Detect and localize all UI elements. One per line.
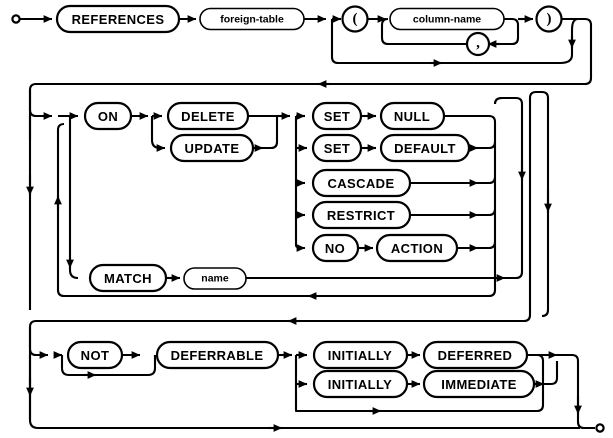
node-default-label: DEFAULT: [394, 141, 456, 156]
row-on-match-group: ON DELETE UPDATE SET NULL SET DEF: [26, 90, 552, 420]
node-rparen-label: ): [547, 11, 552, 27]
wire-bottom-bypass: [28, 419, 580, 430]
wire-restrict-merge: [477, 208, 497, 217]
wire-section2-exit: [28, 90, 550, 420]
wire-enter-on-group: [28, 90, 53, 120]
node-no-label: NO: [325, 241, 345, 256]
wire-default-merge: [477, 141, 497, 150]
node-column-name-label: column-name: [413, 14, 481, 26]
wire-name-merge: [493, 96, 524, 280]
wire-rail495-top: [493, 96, 516, 105]
node-initially-immediate-label: INITIALLY: [328, 377, 393, 392]
wire-action-merge: [477, 241, 497, 250]
row-references: REFERENCES foreign-table ( column-name ,…: [11, 4, 593, 140]
node-update-label: UPDATE: [185, 141, 240, 156]
node-deferrable-label: DEFERRABLE: [171, 348, 264, 363]
wire-section2-right-rail: [541, 98, 550, 318]
wire-initially-bypass: [294, 355, 378, 413]
node-restrict-label: RESTRICT: [327, 208, 395, 223]
node-null-label: NULL: [394, 109, 430, 124]
node-comma-label: ,: [476, 35, 480, 51]
wire-comma-loop-right: [486, 17, 520, 46]
wire-immediate-merge: [543, 361, 559, 386]
node-not-label: NOT: [81, 348, 110, 363]
row-deferrable-group: NOT DEFERRABLE INITIALLY DEFERRED INITIA…: [26, 327, 605, 433]
node-comma-box[interactable]: [465, 31, 491, 57]
node-set-null-set-label: SET: [324, 109, 350, 124]
node-set-default-set-label: SET: [324, 141, 350, 156]
node-references-label: REFERENCES: [72, 12, 165, 27]
wire-null-merge: [444, 114, 497, 290]
end-marker: [595, 423, 605, 433]
wire-update-merge: [262, 116, 279, 150]
wire-action-to-no: [294, 244, 306, 252]
start-marker: [11, 14, 21, 24]
wire-not-bypass: [60, 355, 157, 377]
node-deferred-label: DEFERRED: [438, 348, 513, 363]
node-delete-label: DELETE: [181, 109, 235, 124]
node-action-label: ACTION: [391, 241, 443, 256]
node-match-label: MATCH: [104, 271, 152, 286]
wire-row1-to-row2: [28, 17, 593, 140]
wire-cascade-merge: [477, 176, 497, 185]
wire-paren-group-bypass: [330, 19, 560, 65]
node-name-label: name: [201, 273, 229, 285]
wire-group-repeat-loop: [56, 122, 497, 298]
node-cascade-label: CASCADE: [327, 176, 394, 191]
wire-split-down-to-match: [68, 116, 79, 280]
wire-final-exit: [557, 353, 595, 430]
wire-enter-deferrable-group: [28, 327, 49, 359]
node-on-label: ON: [98, 109, 118, 124]
wire-split-to-update: [150, 116, 166, 152]
node-foreign-table-label: foreign-table: [220, 14, 284, 26]
wire-comma-loop-left: [380, 17, 471, 46]
wire-bypass-merge: [559, 17, 579, 65]
node-initially-deferred-label: INITIALLY: [328, 348, 393, 363]
node-lparen-label: (: [353, 11, 358, 27]
node-immediate-label: IMMEDIATE: [441, 377, 517, 392]
